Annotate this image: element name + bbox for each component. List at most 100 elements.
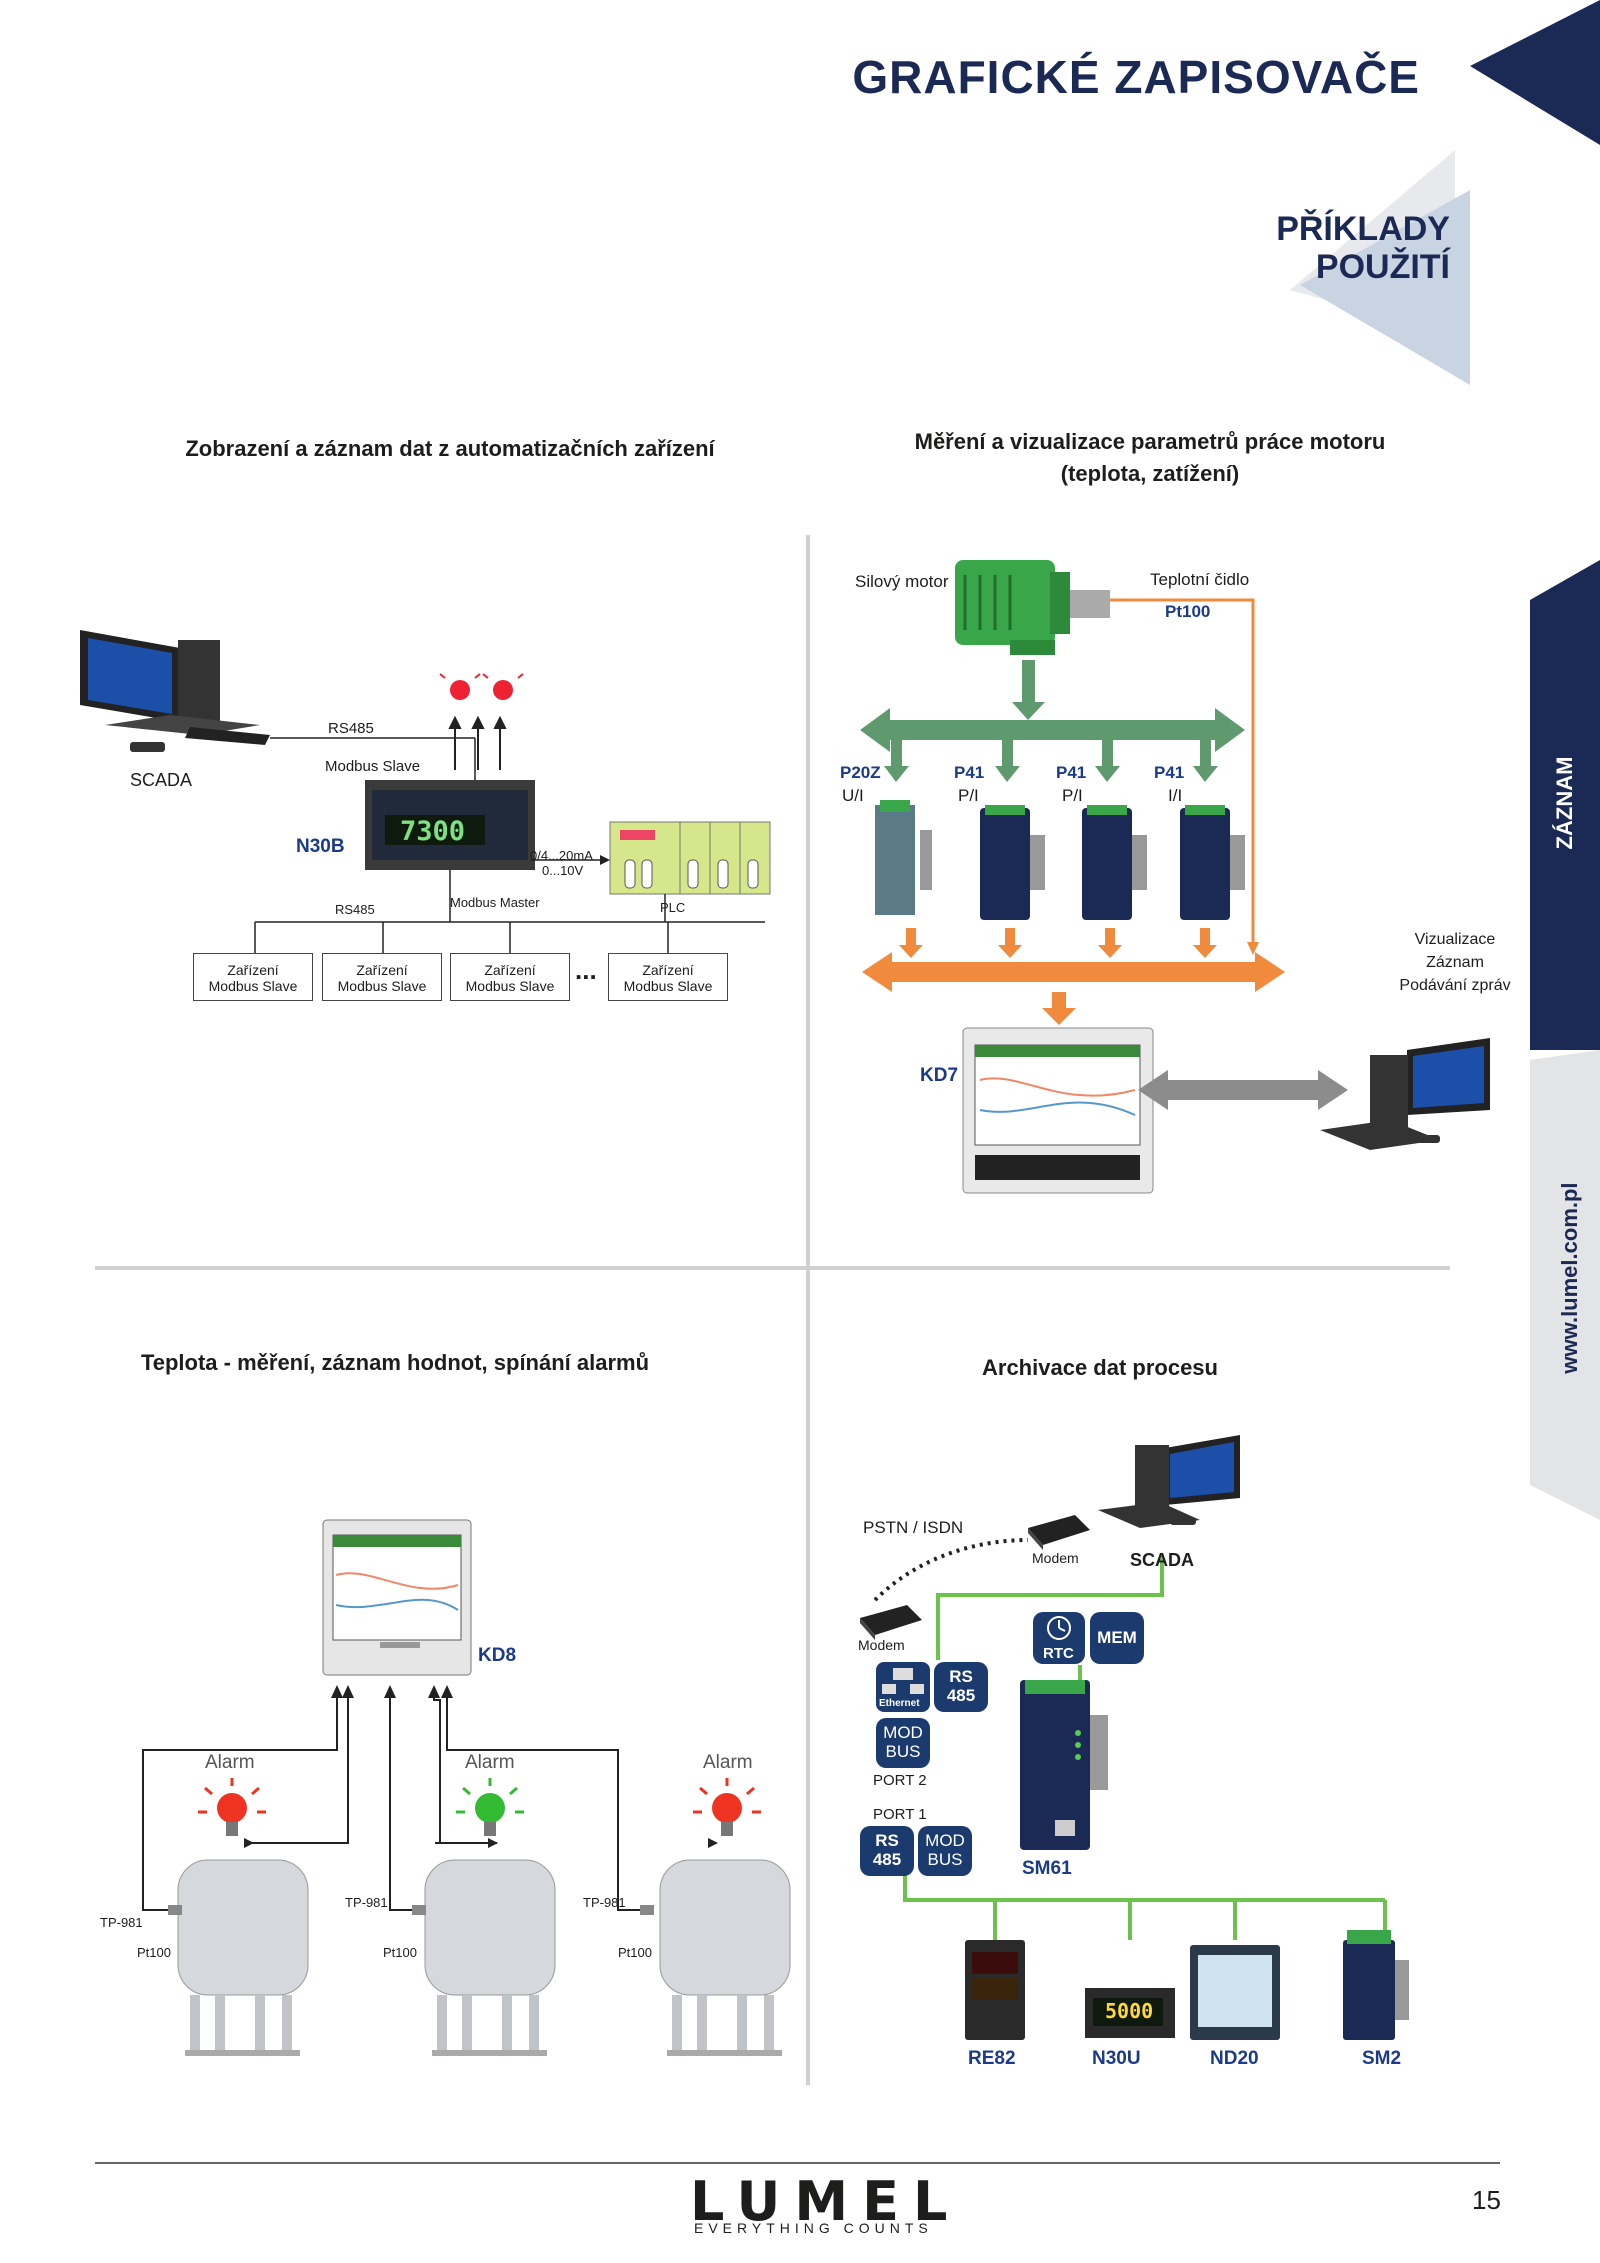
section3-diagram [142, 1519, 791, 2056]
section2-title-line1: Měření a vizualizace parametrů práce mot… [914, 429, 1386, 454]
slave-dots: ... [575, 955, 597, 985]
module-4-name: P41 [1154, 763, 1185, 782]
n30b-meter-icon [365, 780, 535, 870]
rs485-bottom-label: RS485 [335, 902, 375, 917]
module-3-type: P/I [1062, 786, 1083, 805]
rtc-label: RTC [1043, 1645, 1074, 1662]
module-1-type: U/I [842, 786, 864, 805]
right-text-2: Záznam [1426, 954, 1484, 971]
subtitle-line-1: PŘÍKLADY [1276, 210, 1450, 248]
analog-out-1: 0/4...20mA [530, 848, 593, 863]
rtc-clock-icon [1033, 1612, 1085, 1664]
plc-icon [609, 821, 771, 895]
alarm-label-1: Alarm [205, 1752, 255, 1773]
sensor-type-2: Pt100 [383, 1945, 417, 1960]
visualization-computer-icon [1320, 1038, 1490, 1150]
right-text: Vizualizace Záznam Podávání zpráv [1395, 928, 1515, 997]
slave-device-1: Zařízení Modbus Slave [193, 953, 313, 1001]
p41-module-icon [980, 805, 1045, 920]
slave-line1: Zařízení [356, 962, 408, 978]
bus-text: BUS [927, 1850, 963, 1869]
slave-line2: Modbus Slave [465, 978, 555, 994]
page-subtitle: PŘÍKLADY POUŽITÍ [1276, 210, 1450, 286]
re82-controller-icon [965, 1940, 1025, 2040]
alarm-bulbs-icon [439, 673, 524, 700]
alarm-bulb-red-icon [693, 1778, 761, 1836]
kd7-recorder-icon [962, 1027, 1154, 1194]
module-1-name: P20Z [840, 763, 881, 782]
scada-computer-icon [1098, 1435, 1240, 1528]
rs-text: RS [949, 1667, 973, 1686]
n30u-meter-icon [1085, 1988, 1175, 2038]
sensor-type-3: Pt100 [618, 1945, 652, 1960]
kd7-label: KD7 [920, 1065, 959, 1086]
motor-icon [955, 560, 1110, 655]
module-4-type: I/I [1168, 786, 1183, 805]
modbus-badge-top: MOD BUS [876, 1718, 930, 1768]
device-re82-label: RE82 [968, 2048, 1016, 2069]
rs-text: RS [875, 1831, 899, 1850]
footer-brand-logo: LUMEL [690, 2170, 962, 2233]
sensor-code-1: TP-981 [100, 1915, 143, 1930]
analog-out-2: 0...10V [542, 863, 584, 878]
footer-tagline: EVERYTHING COUNTS [694, 2220, 933, 2236]
sm2-module-icon [1343, 1930, 1409, 2040]
modem-icon [860, 1605, 922, 1640]
slave-device-4: Zařízení Modbus Slave [608, 953, 728, 1001]
slave-line2: Modbus Slave [208, 978, 298, 994]
sensor-type-1: Pt100 [137, 1945, 171, 1960]
slave-line2: Modbus Slave [623, 978, 713, 994]
slave-line1: Zařízení [642, 962, 694, 978]
slave-device-2: Zařízení Modbus Slave [322, 953, 442, 1001]
alarm-label-3: Alarm [703, 1752, 753, 1773]
ethernet-icon [876, 1662, 930, 1712]
n30u-display-value: 5000 [1105, 1999, 1154, 2023]
485-text: 485 [946, 1686, 976, 1705]
motor-label: Silový motor [855, 572, 949, 591]
sensor-code-3: TP-981 [583, 1895, 626, 1910]
p20z-module-icon [875, 800, 932, 915]
kd8-recorder-icon [322, 1519, 472, 1676]
bus-text: BUS [885, 1742, 921, 1761]
nd20-meter-icon [1190, 1945, 1280, 2040]
plc-label: PLC [660, 900, 686, 915]
rs485-badge-top: RS 485 [934, 1662, 988, 1712]
device-n30u-label: N30U [1092, 2048, 1141, 2069]
modbus-master-label: Modbus Master [450, 895, 540, 910]
section1-title: Zobrazení a záznam dat z automatizačních… [185, 436, 715, 461]
section2-diagram [860, 560, 1490, 1194]
device-nd20-label: ND20 [1210, 2048, 1259, 2069]
scada-label: SCADA [130, 770, 193, 790]
p41-module-icon [1180, 805, 1245, 920]
485-text: 485 [872, 1850, 902, 1869]
right-text-1: Vizualizace [1414, 931, 1496, 948]
ethernet-label: Ethernet [879, 1698, 920, 1709]
section1-diagram [80, 630, 771, 955]
mem-badge: MEM [1090, 1612, 1144, 1664]
slave-device-3: Zařízení Modbus Slave [450, 953, 570, 1001]
scada-label-2: SCADA [1130, 1550, 1195, 1570]
n30b-label: N30B [296, 836, 345, 857]
page-number: 15 [1472, 2185, 1501, 2215]
modbus-badge-bottom: MOD BUS [918, 1826, 972, 1876]
tank-icon [412, 1859, 556, 2056]
sensor-type-label: Pt100 [1165, 602, 1211, 621]
alarm-bulb-green-icon [456, 1778, 524, 1836]
module-2-type: P/I [958, 786, 979, 805]
sm61-module-icon [1020, 1680, 1108, 1850]
port1-label: PORT 1 [873, 1806, 927, 1823]
modem-top-label: Modem [1032, 1550, 1079, 1566]
alarm-bulb-red-icon [198, 1778, 266, 1836]
rs485-badge-bottom: RS 485 [860, 1826, 914, 1876]
page-title: GRAFICKÉ ZAPISOVAČE [852, 51, 1420, 103]
slave-line2: Modbus Slave [337, 978, 427, 994]
section3-title: Teplota - měření, záznam hodnot, spínání… [140, 1350, 650, 1375]
mod-text: MOD [925, 1831, 965, 1850]
section4-diagram [860, 1435, 1409, 2040]
sensor-code-2: TP-981 [345, 1895, 388, 1910]
device-sm2-label: SM2 [1362, 2048, 1402, 2069]
alarm-label-2: Alarm [465, 1752, 515, 1773]
pstn-label: PSTN / ISDN [863, 1518, 964, 1537]
modem-left-label: Modem [858, 1637, 905, 1653]
